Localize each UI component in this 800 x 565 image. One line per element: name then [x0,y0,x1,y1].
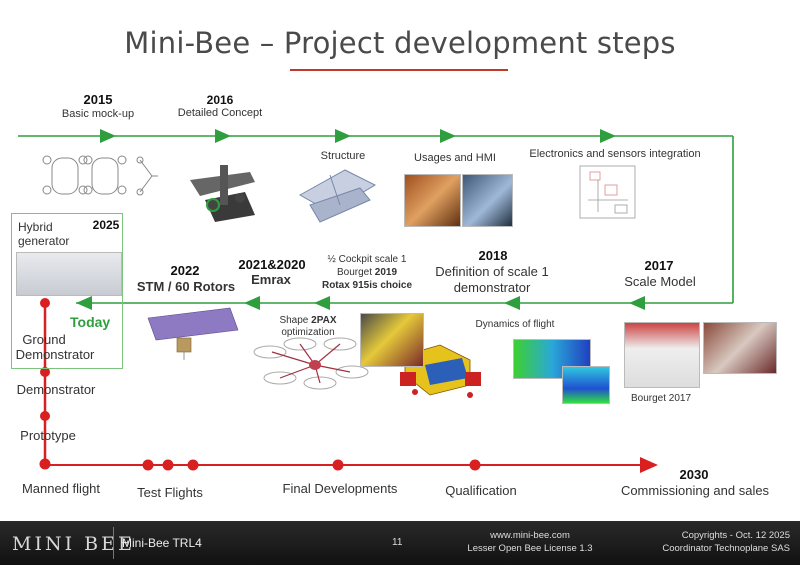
scale-model-photo [624,322,700,388]
year-2017: 2017 [644,258,674,273]
electronics-drawing [579,165,636,219]
detailed-concept-label: Detailed Concept [177,107,263,119]
bourget-year: 2019 [374,267,398,278]
title-underline [290,69,508,71]
footer-copyright-block: Copyrights - Oct. 12 2025 Coordinator Te… [610,529,790,555]
shape-line2: optimization [281,327,335,338]
usages-hmi-label: Usages and HMI [414,152,496,164]
bottom-arrowhead [640,457,658,473]
basic-mockup-label: Basic mock-up [61,108,135,120]
test-flights-label: Test Flights [137,485,203,500]
footer-divider [113,527,114,559]
footer-trl: Mini-Bee TRL4 [122,536,202,550]
demonstrator-label: Demonstrator [16,382,96,397]
milestone-dot [40,367,50,377]
year-2015: 2015 [83,92,113,107]
definition-line1: Definition of scale 1 [435,264,549,279]
top-arrowheads [100,129,616,143]
hybrid-generator-photo [16,252,122,296]
page-number: 11 [392,537,403,548]
page-title: Mini-Bee – Project development steps [124,26,676,60]
shape-2pax-drawing [253,337,369,390]
mockup-drawing [42,155,158,196]
bourget-2017-label: Bourget 2017 [630,393,692,404]
year-2030: 2030 [679,467,709,482]
footer-url: www.mini-bee.com [490,530,570,541]
milestone-dot [187,459,199,471]
prototype-label: Prototype [20,428,76,443]
ground-line2: Demonstrator [15,347,95,362]
concept-aircraft-drawing [190,165,255,222]
footer-copyright: Copyrights - Oct. 12 2025 [681,530,790,541]
footer-license: Lesser Open Bee License 1.3 [467,543,593,554]
hybrid-generator-label: Hybrid generator [18,220,70,248]
milestone-dot [142,459,154,471]
usages-photo [404,174,461,227]
footer-coordinator: Coordinator Technoplane SAS [662,543,790,554]
qualification-label: Qualification [445,483,517,498]
bourget-text: Bourget [336,267,375,278]
emrax-label: Emrax [251,272,291,287]
stm-rotors-drawing [147,307,239,360]
structure-drawing [298,169,377,223]
year-2022: 2022 [170,263,200,278]
structure-label: Structure [320,150,366,162]
year-2016: 2016 [206,93,234,107]
shape-2pax: 2PAX [311,315,337,326]
year-2018: 2018 [478,248,508,263]
scale-model-label: Scale Model [624,274,696,289]
ground-line1: Ground [22,332,66,347]
footer-url-block: www.mini-bee.com Lesser Open Bee License… [450,529,610,555]
milestone-dot [40,298,50,308]
shape-line1: Shape 2PAX [258,314,358,327]
definition-line2: demonstrator [453,280,531,295]
cockpit-line2: Bourget 2019 [312,266,422,279]
stm-rotors-label: STM / 60 Rotors [136,279,236,294]
footer-logo: MINI BEE [12,533,135,555]
dynamics-photo-1 [513,339,591,379]
bourget-photo [703,322,777,374]
milestone-dot [40,411,50,421]
middle-arrowheads [76,296,645,310]
shape-text: Shape [279,315,312,326]
year-2025: 2025 [92,218,120,232]
year-2021-2020: 2021&2020 [238,257,306,272]
dynamics-label: Dynamics of flight [475,319,555,330]
footer-bar: MINI BEE Mini-Bee TRL4 11 www.mini-bee.c… [0,521,800,565]
today-label: Today [70,314,111,330]
dynamics-photo-2 [562,366,610,404]
cockpit-line1: ½ Cockpit scale 1 [327,254,407,265]
hmi-photo [462,174,513,227]
cockpit-photo [360,313,424,367]
milestone-dot [469,459,481,471]
rotax-label: Rotax 915is choice [321,280,413,291]
final-developments-label: Final Developments [282,481,398,496]
commissioning-label: Commissioning and sales [620,483,770,498]
ground-demonstrator-box [11,213,123,369]
electronics-label: Electronics and sensors integration [529,148,701,160]
manned-flight-label: Manned flight [21,481,101,496]
milestone-dot [332,459,344,471]
milestone-dot [162,459,174,471]
